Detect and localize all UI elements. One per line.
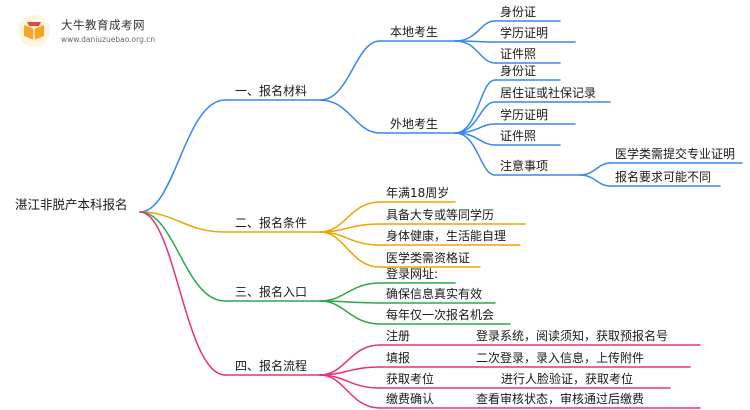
node-step-detail: 进行人脸验证，获取考位 xyxy=(501,372,634,386)
node-step-detail: 二次登录，录入信息，上传附件 xyxy=(476,351,645,365)
node-local-item: 证件照 xyxy=(500,47,537,61)
link-materials-local xyxy=(319,40,381,101)
node-notes-item: 报名要求可能不同 xyxy=(615,170,712,184)
node-step: 缴费确认 xyxy=(386,392,435,406)
node-nonlocal-item: 证件照 xyxy=(500,129,537,143)
node-notes: 注意事项 xyxy=(500,159,549,173)
link-cond-4 xyxy=(319,231,381,268)
link-proc-4 xyxy=(319,374,381,409)
link-root-process xyxy=(139,211,226,376)
node-entrance: 每年仅一次报名机会 xyxy=(386,308,495,322)
node-step-detail: 登录系统，阅读须知，获取预报名号 xyxy=(476,329,669,343)
node-condition: 身体健康，生活能自理 xyxy=(386,229,507,243)
node-nonlocal-item: 居住证或社保记录 xyxy=(500,86,597,100)
link-local-1 xyxy=(454,20,496,42)
link-local-3 xyxy=(454,40,496,64)
node-local-candidates: 本地考生 xyxy=(390,25,439,39)
link-notes-2 xyxy=(579,174,611,187)
node-entrance: 确保信息真实有效 xyxy=(386,287,483,301)
node-notes-item: 医学类需提交专业证明 xyxy=(615,147,736,161)
book-logo-icon xyxy=(18,15,50,47)
link-root-materials xyxy=(139,99,226,213)
node-nonlocal-candidates: 外地考生 xyxy=(390,117,439,131)
node-condition: 年满18周岁 xyxy=(386,186,450,200)
link-root-conditions xyxy=(139,211,226,233)
node-step: 填报 xyxy=(386,351,411,365)
node-local-item: 学历证明 xyxy=(500,26,549,40)
link-cond-2 xyxy=(319,223,381,233)
link-materials-nonlocal xyxy=(319,99,381,134)
link-nonlocal-2 xyxy=(454,101,496,134)
node-local-item: 身份证 xyxy=(500,5,537,19)
branch-conditions: 二、报名条件 xyxy=(235,216,308,230)
node-nonlocal-item: 学历证明 xyxy=(500,108,549,122)
node-step: 注册 xyxy=(386,329,411,343)
link-proc-2 xyxy=(319,366,381,376)
branch-materials: 一、报名材料 xyxy=(235,84,308,98)
node-step-detail: 查看审核状态，审核通过后缴费 xyxy=(476,392,645,406)
node-entrance: 登录网址: xyxy=(386,267,439,281)
link-root-entrance xyxy=(139,211,226,302)
branch-process: 四、报名流程 xyxy=(235,359,308,373)
node-condition: 医学类需资格证 xyxy=(386,251,471,265)
node-step: 获取考位 xyxy=(386,372,435,386)
link-notes-1 xyxy=(579,162,611,176)
link-nonlocal-5 xyxy=(454,132,496,176)
root-node: 湛江非脱产本科报名 xyxy=(15,197,128,212)
site-logo: 大牛教育成考网 www.daniuzuebao.org.cn xyxy=(17,14,437,48)
logo-name: 大牛教育成考网 xyxy=(61,18,145,32)
link-entr-3 xyxy=(319,300,381,325)
branch-entrance: 三、报名入口 xyxy=(235,285,308,299)
link-entr-1 xyxy=(319,282,381,302)
logo-url: www.daniuzuebao.org.cn xyxy=(61,35,156,44)
node-condition: 具备大专或等同学历 xyxy=(386,208,495,222)
node-nonlocal-item: 身份证 xyxy=(500,64,537,78)
